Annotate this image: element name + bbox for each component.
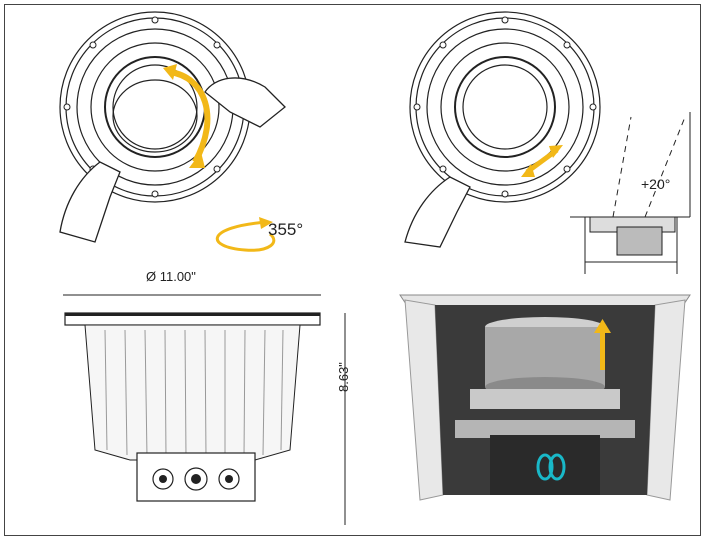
tilt-drawing [404, 11, 691, 274]
diameter-label: Ø 11.00" [146, 269, 196, 284]
rotation-angle-label: 355° [268, 220, 304, 239]
tilt-hand [404, 176, 471, 248]
teal-seal-right [548, 453, 566, 481]
tilt-panel [395, 11, 695, 277]
rotation-panel [55, 11, 345, 262]
height-label: 8.63" [336, 362, 351, 392]
tilt-lens-opening [462, 64, 548, 150]
rotation-drawing [59, 11, 286, 252]
lens-opening [112, 64, 198, 150]
cutaway-panel [395, 285, 695, 533]
driver-housing [490, 435, 600, 495]
left-hand [59, 161, 121, 243]
housing-body [84, 324, 301, 461]
inner-ring [90, 42, 220, 172]
tilt-angle-label: +20° [641, 176, 671, 192]
right-hand [204, 77, 286, 128]
figure-frame [4, 4, 701, 536]
cutaway-drawing [399, 294, 691, 501]
teal-seal-left [536, 453, 554, 481]
rotate-arrow-icon [169, 69, 211, 164]
up-arrow-icon [600, 330, 605, 370]
elevation-panel [55, 285, 360, 535]
tilt-section [570, 112, 691, 274]
elevation-drawing [63, 294, 346, 525]
rotation-swirl-icon [215, 220, 276, 252]
mounting-plate [470, 389, 620, 409]
